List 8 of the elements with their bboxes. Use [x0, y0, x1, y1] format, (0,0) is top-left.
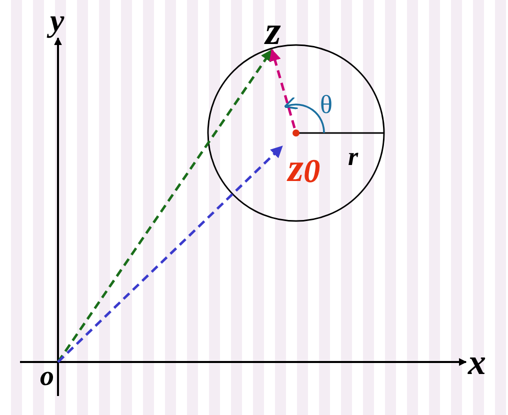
radius-label: r [348, 144, 358, 170]
point-label: z [260, 12, 286, 50]
arrow [56, 49, 274, 363]
angle-label: θ [320, 92, 332, 118]
arrow [269, 48, 296, 128]
arrow [57, 146, 283, 363]
origin-label: o [36, 362, 58, 392]
axis-label: x [468, 344, 486, 380]
